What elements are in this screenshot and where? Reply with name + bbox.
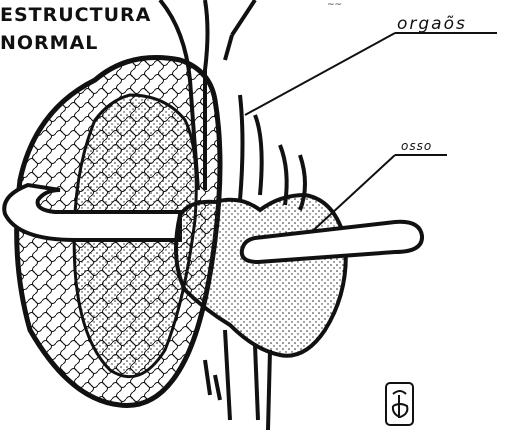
heart-shape xyxy=(176,195,346,356)
leader-line-organs xyxy=(245,33,497,115)
signature-monogram xyxy=(386,383,413,425)
